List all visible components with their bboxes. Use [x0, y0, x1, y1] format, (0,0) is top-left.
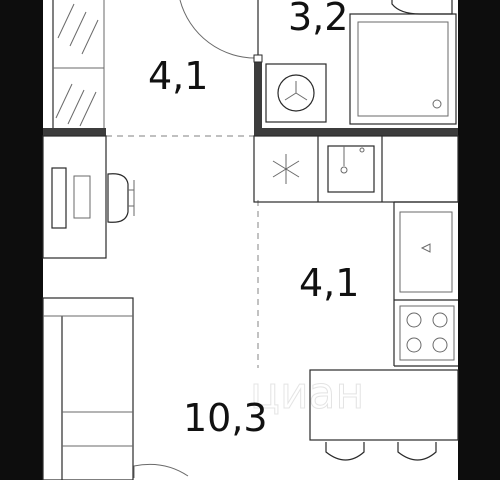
washing-machine [265, 63, 327, 123]
shower-tray [349, 13, 457, 125]
bathroom-door [179, 0, 263, 63]
bathroom-side-wall [254, 58, 262, 136]
bathroom-bottom-wall [254, 128, 458, 136]
closet-wall [43, 128, 106, 136]
sofa [42, 297, 134, 480]
dining-table [309, 369, 459, 461]
living-room-area-label: 10,3 [183, 396, 268, 440]
kitchen-sink [327, 145, 375, 193]
entrance-door [133, 463, 189, 478]
hallway-area-label: 4,1 [148, 54, 208, 98]
snowflake-icon [272, 154, 300, 184]
wardrobe [52, 0, 105, 128]
kitchen-counter [253, 135, 459, 367]
left-outer-wall [0, 0, 43, 480]
stove [399, 305, 455, 361]
kitchen-area-label: 4,1 [299, 261, 359, 305]
toilet [391, 0, 453, 15]
right-outer-wall [458, 0, 500, 480]
desk [42, 135, 135, 259]
watermark: циан [250, 368, 364, 419]
bathroom-area-label: 3,2 [288, 0, 348, 39]
kitchen-cabinet [399, 211, 453, 293]
